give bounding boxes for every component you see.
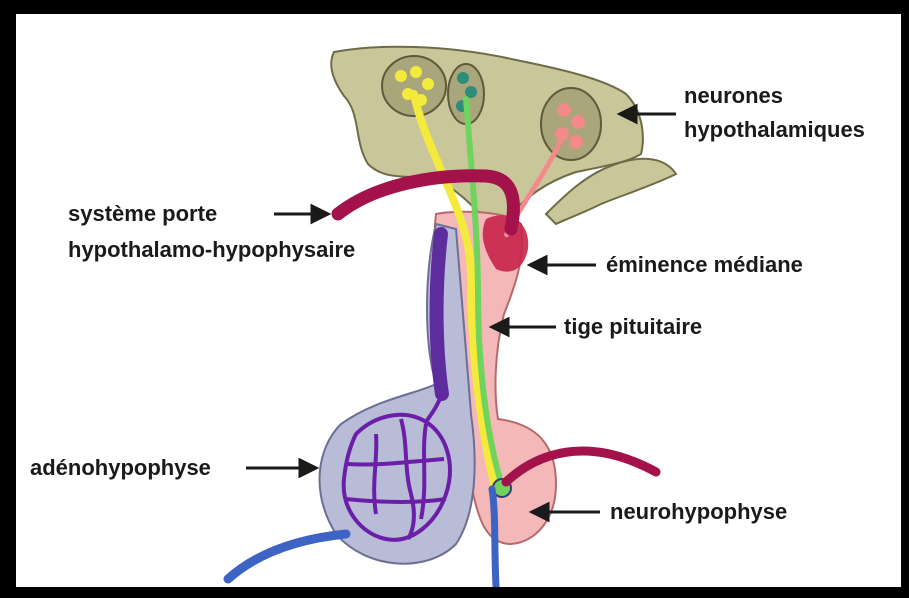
label-adeno: adénohypophyse xyxy=(30,454,211,482)
portal-vein xyxy=(437,234,442,394)
label-eminence: éminence médiane xyxy=(606,251,803,279)
label-neurones-line2: hypothalamiques xyxy=(684,116,865,144)
label-systeme-line1: système porte xyxy=(68,200,217,228)
adenohypophysis-lobe xyxy=(320,224,475,564)
vein-blue-left xyxy=(228,534,346,579)
hypothalamus xyxy=(331,47,676,224)
label-neuro: neurohypophyse xyxy=(610,498,787,526)
diagram-panel: neurones hypothalamiques système porte h… xyxy=(16,14,901,587)
neuron-cluster-pink xyxy=(541,88,601,160)
label-systeme-line2: hypothalamo-hypophysaire xyxy=(68,236,355,264)
vein-blue-right xyxy=(492,489,496,586)
label-neurones-line1: neurones xyxy=(684,82,783,110)
label-tige: tige pituitaire xyxy=(564,313,702,341)
